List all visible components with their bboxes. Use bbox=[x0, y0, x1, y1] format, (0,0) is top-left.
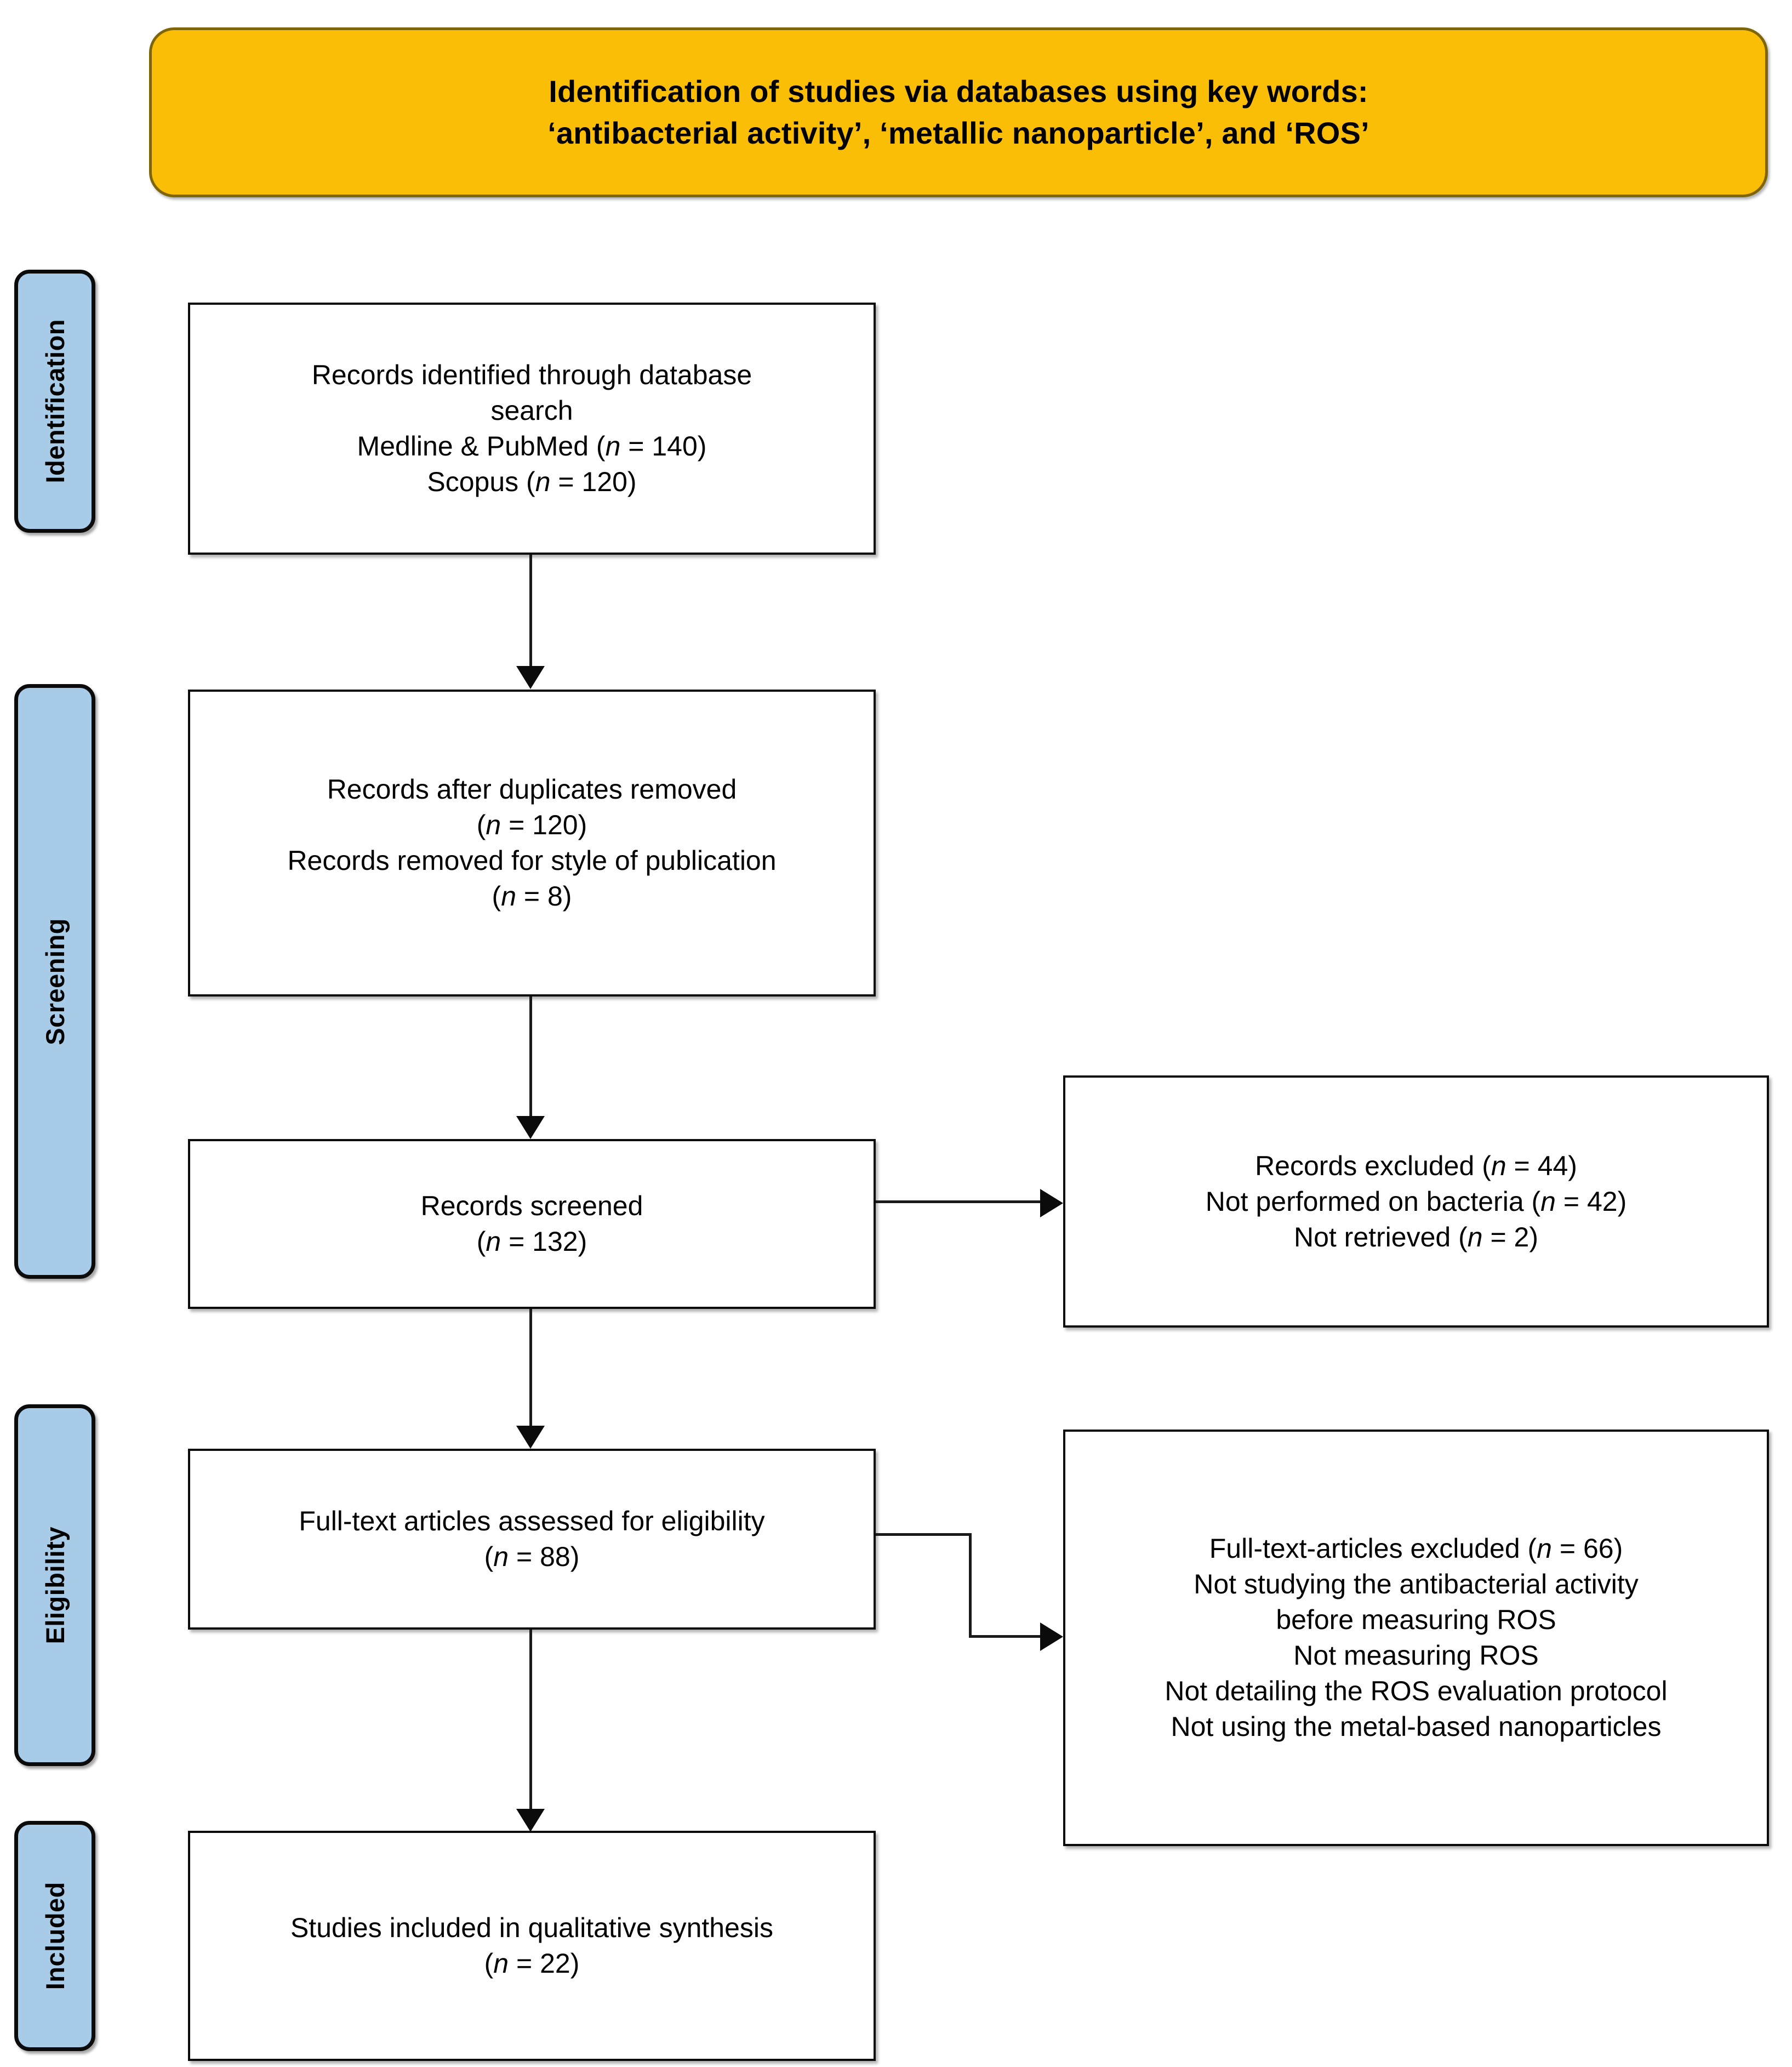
stage-tab-eligibility: Eligibility bbox=[14, 1404, 95, 1766]
stage-tab-included: Included bbox=[14, 1821, 95, 2051]
diagram-header-banner: Identification of studies via databases … bbox=[149, 27, 1768, 197]
connector-duplicates-to-screened bbox=[529, 997, 532, 1123]
arrowhead-fulltext-to-included bbox=[516, 1809, 545, 1832]
stage-tab-identification: Identification bbox=[14, 270, 95, 533]
box-studies-included-text: Studies included in qualitative synthesi… bbox=[290, 1912, 774, 1979]
box-records-after-duplicates: Records after duplicates removed(n = 120… bbox=[188, 690, 876, 997]
connector-identified-to-duplicates bbox=[529, 555, 532, 673]
stage-tab-label-included: Included bbox=[40, 1882, 70, 1990]
box-fulltext-assessed-text: Full-text articles assessed for eligibil… bbox=[299, 1506, 765, 1572]
stage-tab-label-screening: Screening bbox=[40, 918, 70, 1045]
connector-fulltext-elbow-bottom bbox=[969, 1635, 1044, 1638]
page-title: Identification of studies via databases … bbox=[547, 74, 1369, 150]
box-studies-included: Studies included in qualitative synthesi… bbox=[188, 1831, 876, 2061]
box-records-after-duplicates-text: Records after duplicates removed(n = 120… bbox=[287, 774, 777, 912]
connector-fulltext-elbow-drop bbox=[969, 1533, 972, 1637]
arrowhead-identified-to-duplicates bbox=[516, 666, 545, 689]
box-fulltext-assessed: Full-text articles assessed for eligibil… bbox=[188, 1449, 876, 1630]
box-records-screened: Records screened(n = 132) bbox=[188, 1139, 876, 1309]
arrowhead-duplicates-to-screened bbox=[516, 1116, 545, 1139]
box-records-excluded-text: Records excluded (n = 44)Not performed o… bbox=[1205, 1150, 1627, 1252]
stage-tab-label-eligibility: Eligibility bbox=[40, 1526, 70, 1644]
stage-tab-screening: Screening bbox=[14, 684, 95, 1279]
box-fulltext-excluded: Full-text-articles excluded (n = 66)Not … bbox=[1063, 1430, 1769, 1846]
box-records-excluded: Records excluded (n = 44)Not performed o… bbox=[1063, 1075, 1769, 1328]
box-fulltext-excluded-text: Full-text-articles excluded (n = 66)Not … bbox=[1165, 1533, 1668, 1742]
arrowhead-screened-to-excluded bbox=[1040, 1189, 1063, 1217]
connector-screened-to-excluded bbox=[876, 1200, 1043, 1203]
connector-screened-to-fulltext bbox=[529, 1309, 532, 1432]
box-records-screened-text: Records screened(n = 132) bbox=[420, 1191, 643, 1257]
arrowhead-fulltext-to-excluded bbox=[1040, 1622, 1063, 1651]
connector-fulltext-to-included bbox=[529, 1630, 532, 1816]
connector-fulltext-elbow-top bbox=[876, 1533, 972, 1536]
stage-tab-label-identification: Identification bbox=[40, 319, 70, 483]
arrowhead-screened-to-fulltext bbox=[516, 1426, 545, 1449]
